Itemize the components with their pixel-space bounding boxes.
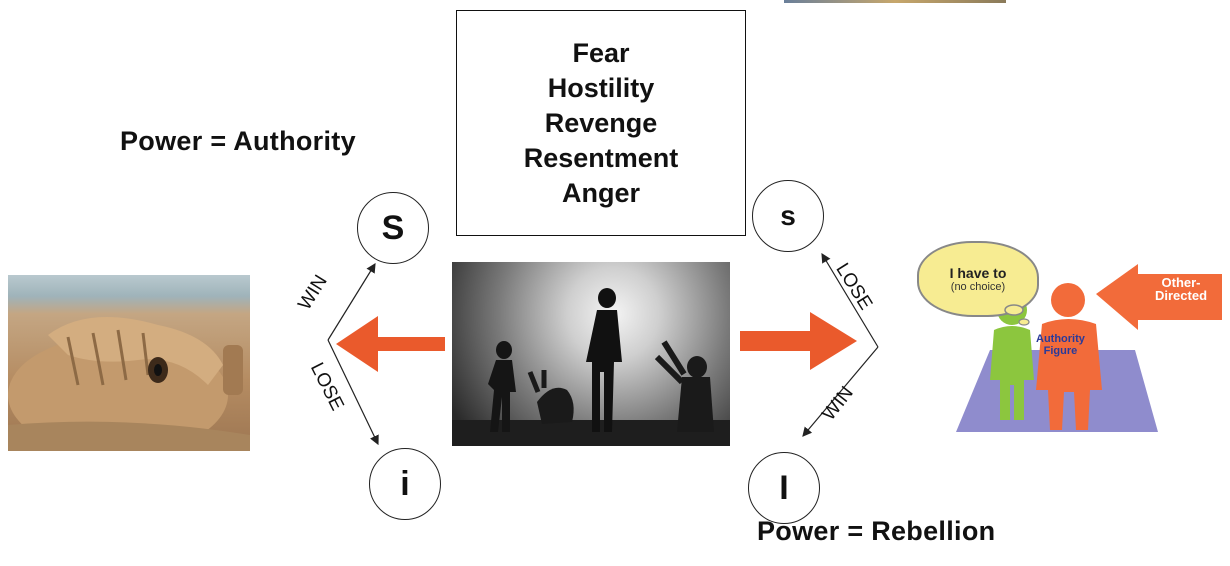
node-i: i (369, 448, 441, 520)
thought-line1: I have to (949, 265, 1007, 281)
authority-figure-label: Authority Figure (1036, 333, 1085, 357)
thought-bubble: I have to (no choice) (917, 241, 1039, 317)
left-orange-arrow (336, 316, 445, 372)
left-lose-line (327, 339, 379, 446)
node-I: I (748, 452, 820, 524)
emotion-resentment: Resentment (523, 142, 679, 173)
shadow-silhouettes-photo (452, 262, 730, 446)
right-lose-line (821, 252, 879, 348)
authority-line1: Authority (1036, 333, 1085, 345)
right-orange-arrow (740, 312, 857, 370)
right-win-line (802, 346, 879, 437)
power-authority-label: Power = Authority (120, 126, 356, 156)
partial-photo-top (784, 0, 1006, 3)
node-s: s (752, 180, 824, 252)
emotion-fear: Fear (572, 37, 630, 68)
node-S: S (357, 192, 429, 264)
emotion-revenge: Revenge (544, 107, 658, 138)
other-directed-arrow (1096, 264, 1222, 330)
emotion-anger: Anger (561, 177, 640, 208)
other-directed-label: Other- Directed (1155, 276, 1207, 302)
left-win-line (327, 262, 376, 341)
authority-illustration (956, 264, 1222, 432)
other-line2: Directed (1155, 288, 1208, 303)
thought-bubble-tail (1004, 304, 1030, 326)
authority-line2: Figure (1043, 345, 1078, 357)
emotion-hostility: Hostility (547, 72, 655, 103)
thought-line2: (no choice) (950, 281, 1006, 293)
sand-sculpture-photo (8, 275, 250, 451)
emotions-box: Fear Hostility Revenge Resentment Anger (456, 10, 746, 236)
other-line1: Other- (1161, 275, 1201, 290)
